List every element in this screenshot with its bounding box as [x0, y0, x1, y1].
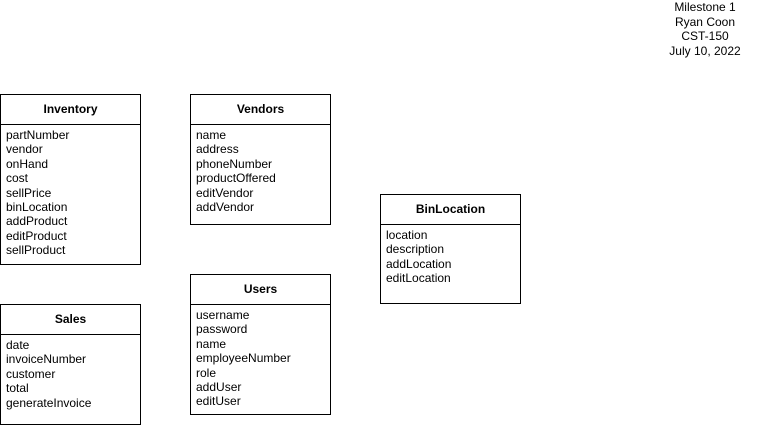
member-item: binLocation — [6, 200, 68, 215]
member-item: generateInvoice — [6, 395, 92, 410]
member-item: editUser — [196, 394, 241, 409]
class-box-inventory[interactable]: Inventory partNumber vendor onHand cost … — [0, 94, 141, 265]
course-code: CST-150 — [681, 29, 729, 43]
member-item: date — [6, 338, 30, 352]
class-title-vendors: Vendors — [191, 95, 330, 125]
member-item: productOffered — [196, 171, 276, 186]
author-name: Ryan Coon — [674, 14, 736, 29]
member-item: name — [196, 336, 227, 351]
class-members-binlocation: location description addLocation editLoc… — [381, 225, 520, 286]
date-label: July 10, 2022 — [669, 43, 741, 58]
member-item: sellProduct — [6, 243, 66, 258]
member-item: invoiceNumber — [6, 352, 87, 367]
member-item: address — [196, 142, 239, 157]
class-title-users: Users — [191, 275, 330, 305]
member-item: addLocation — [386, 256, 452, 271]
member-item: customer — [6, 366, 56, 381]
class-title-sales: Sales — [1, 305, 140, 335]
milestone-label: Milestone 1 — [674, 0, 736, 14]
class-title-binlocation: BinLocation — [381, 195, 520, 225]
class-members-inventory: partNumber vendor onHand cost sellPrice … — [1, 125, 140, 258]
class-box-users[interactable]: Users username password name employeeNum… — [190, 274, 331, 415]
class-title-inventory: Inventory — [1, 95, 140, 125]
member-item: editVendor — [196, 185, 254, 200]
member-item: onHand — [6, 156, 49, 171]
class-box-sales[interactable]: Sales date invoiceNumber customer total … — [0, 304, 141, 425]
member-item: editProduct — [6, 228, 67, 243]
member-item: sellPrice — [6, 185, 52, 200]
member-item: description — [386, 242, 445, 257]
class-box-binlocation[interactable]: BinLocation location description addLoca… — [380, 194, 521, 304]
header-note: Milestone 1 Ryan Coon CST-150 July 10, 2… — [650, 0, 760, 58]
class-members-sales: date invoiceNumber customer total genera… — [1, 335, 140, 410]
member-item: addProduct — [6, 214, 68, 229]
member-item: partNumber — [6, 128, 70, 142]
class-box-vendors[interactable]: Vendors name address phoneNumber product… — [190, 94, 331, 225]
member-item: username — [196, 308, 250, 322]
member-item: name — [196, 128, 227, 142]
member-item: total — [6, 381, 29, 396]
member-item: password — [196, 322, 248, 337]
member-item: editLocation — [386, 271, 451, 286]
member-item: addUser — [196, 380, 242, 395]
member-item: vendor — [6, 142, 43, 157]
class-members-users: username password name employeeNumber ro… — [191, 305, 330, 409]
class-members-vendors: name address phoneNumber productOffered … — [191, 125, 330, 214]
member-item: addVendor — [196, 200, 255, 215]
member-item: employeeNumber — [196, 351, 291, 366]
member-item: phoneNumber — [196, 156, 273, 171]
member-item: location — [386, 228, 428, 242]
member-item: role — [196, 365, 217, 380]
member-item: cost — [6, 171, 29, 186]
